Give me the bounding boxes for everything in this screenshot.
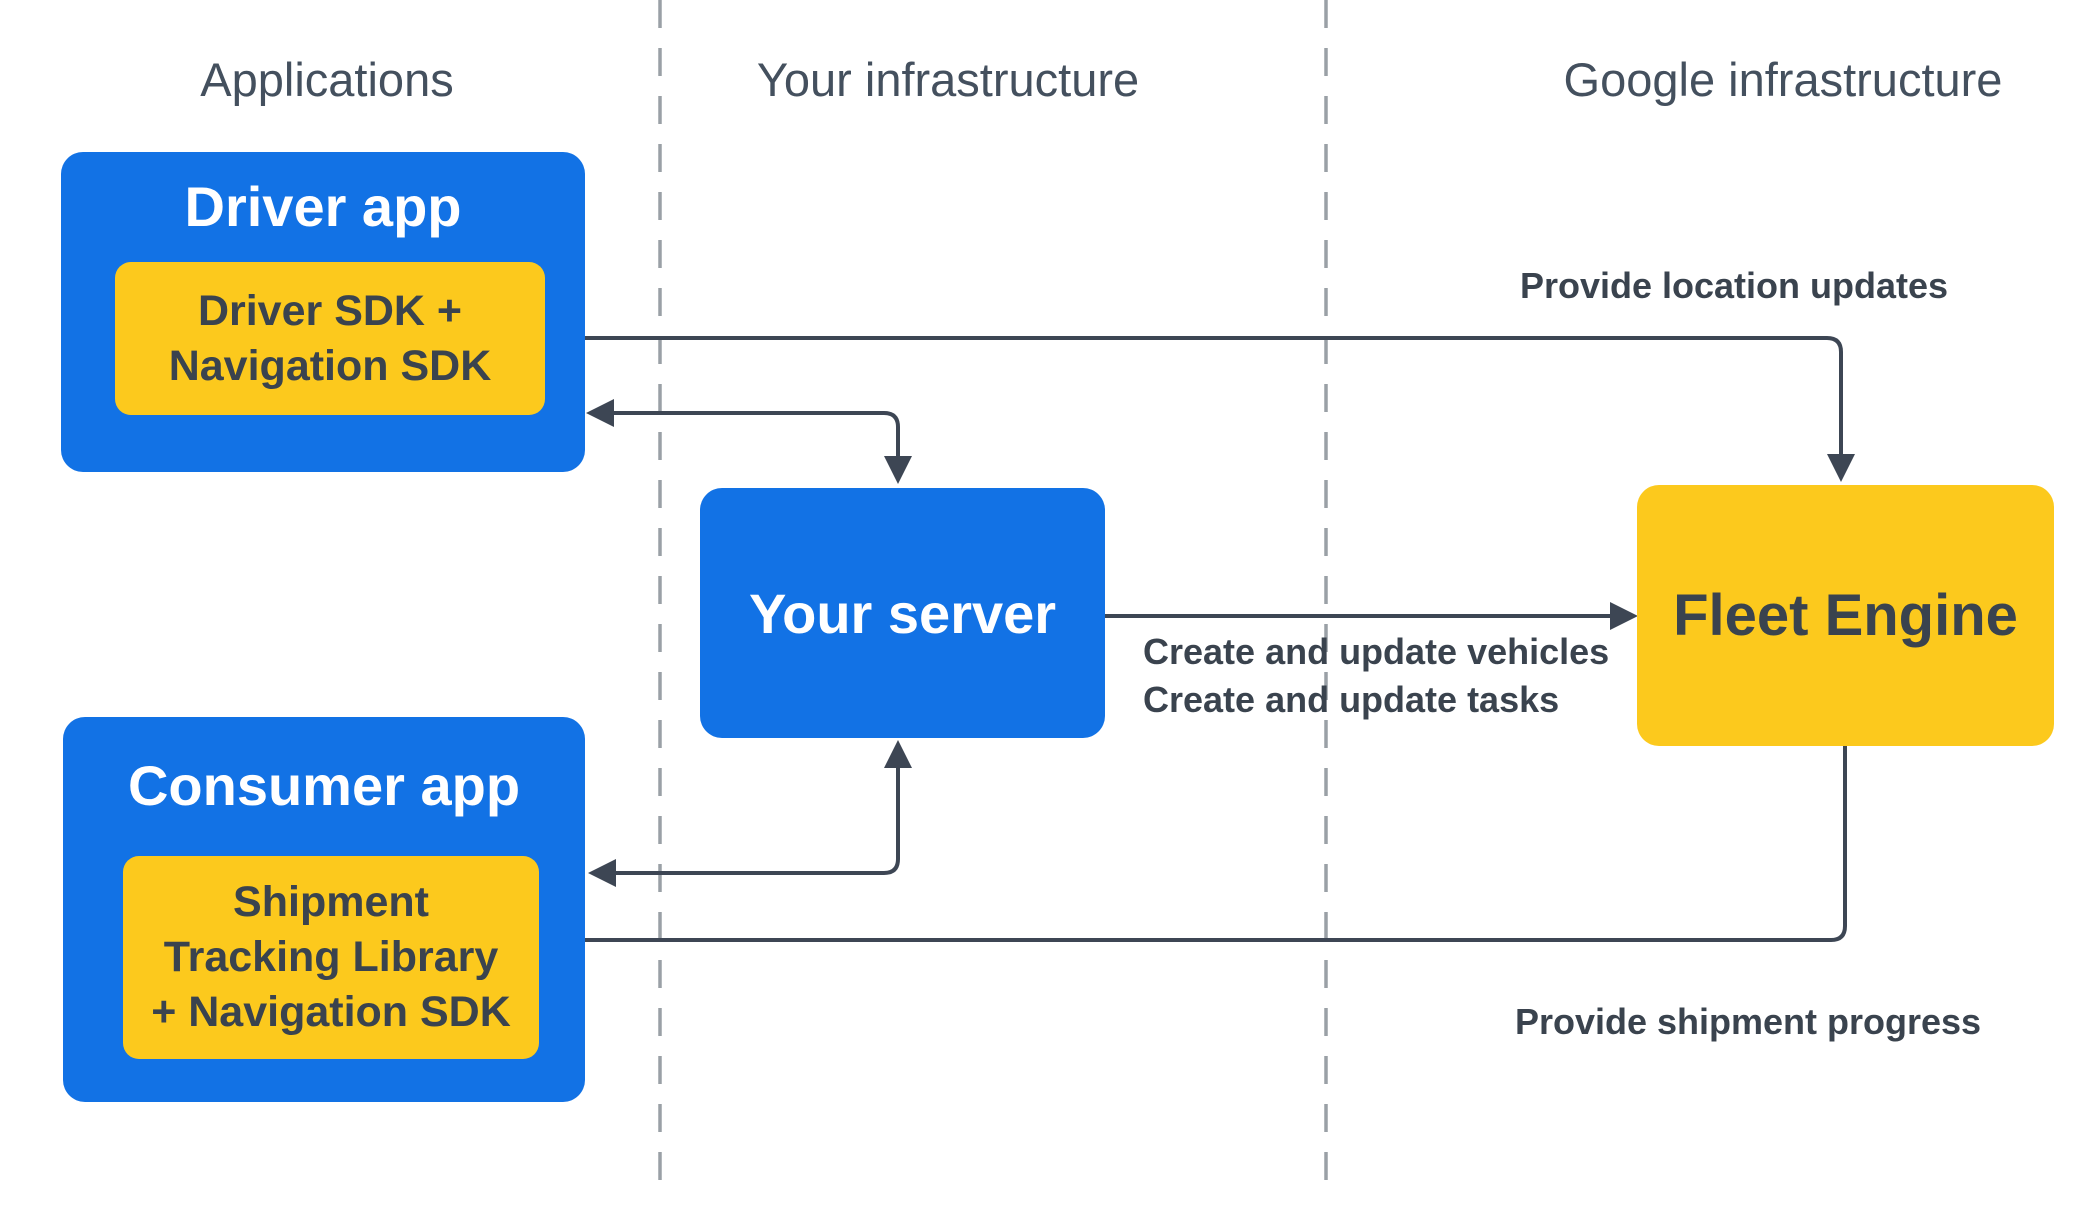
tracking-library-line2: Tracking Library <box>163 933 499 981</box>
arrowhead-into-fleet-engine-top-icon <box>1827 454 1855 482</box>
driver-sdk-line1: Driver SDK + <box>197 286 463 335</box>
driver-app-title: Driver app <box>184 174 462 238</box>
consumer-app-title: Consumer app <box>127 753 521 817</box>
arrowhead-into-driver-app-icon <box>586 399 614 427</box>
column-header-google-infrastructure: Google infrastructure <box>1563 53 2003 106</box>
edge-driver-server <box>612 411 900 458</box>
label-create-update-tasks: Create and update tasks <box>1143 679 1560 720</box>
fleet-engine-box: Fleet Engine <box>1637 485 2054 746</box>
label-provide-location-updates: Provide location updates <box>1519 265 1949 306</box>
arrowhead-into-server-bottom-icon <box>884 740 912 768</box>
arrowhead-into-consumer-app-icon <box>588 859 616 887</box>
edge-location-updates <box>572 336 1843 456</box>
shipment-tracking-library-box: Shipment Tracking Library + Navigation S… <box>123 856 539 1059</box>
column-header-applications: Applications <box>200 53 454 106</box>
tracking-library-line1: Shipment <box>233 878 429 926</box>
fleet-engine-title: Fleet Engine <box>1673 583 2018 648</box>
arrowhead-into-fleet-engine-left-icon <box>1610 602 1638 630</box>
driver-sdk-box: Driver SDK + Navigation SDK <box>115 262 545 415</box>
edge-consumer-server <box>616 766 900 875</box>
consumer-app-box: Consumer app Shipment Tracking Library +… <box>63 717 585 1102</box>
your-server-title: Your server <box>748 581 1057 645</box>
driver-app-box: Driver app Driver SDK + Navigation SDK <box>61 152 585 472</box>
label-create-and-update: Create and update vehicles Create and up… <box>1143 628 1609 724</box>
your-server-box: Your server <box>700 488 1105 738</box>
label-create-update-vehicles: Create and update vehicles <box>1143 631 1610 672</box>
label-provide-shipment-progress: Provide shipment progress <box>1514 1001 1982 1042</box>
arrowhead-into-server-top-icon <box>884 456 912 484</box>
column-header-your-infrastructure: Your infrastructure <box>756 53 1140 106</box>
driver-sdk-line2: Navigation SDK <box>168 341 492 390</box>
tracking-library-line3: + Navigation SDK <box>151 988 511 1036</box>
edge-shipment-progress <box>570 746 1847 942</box>
